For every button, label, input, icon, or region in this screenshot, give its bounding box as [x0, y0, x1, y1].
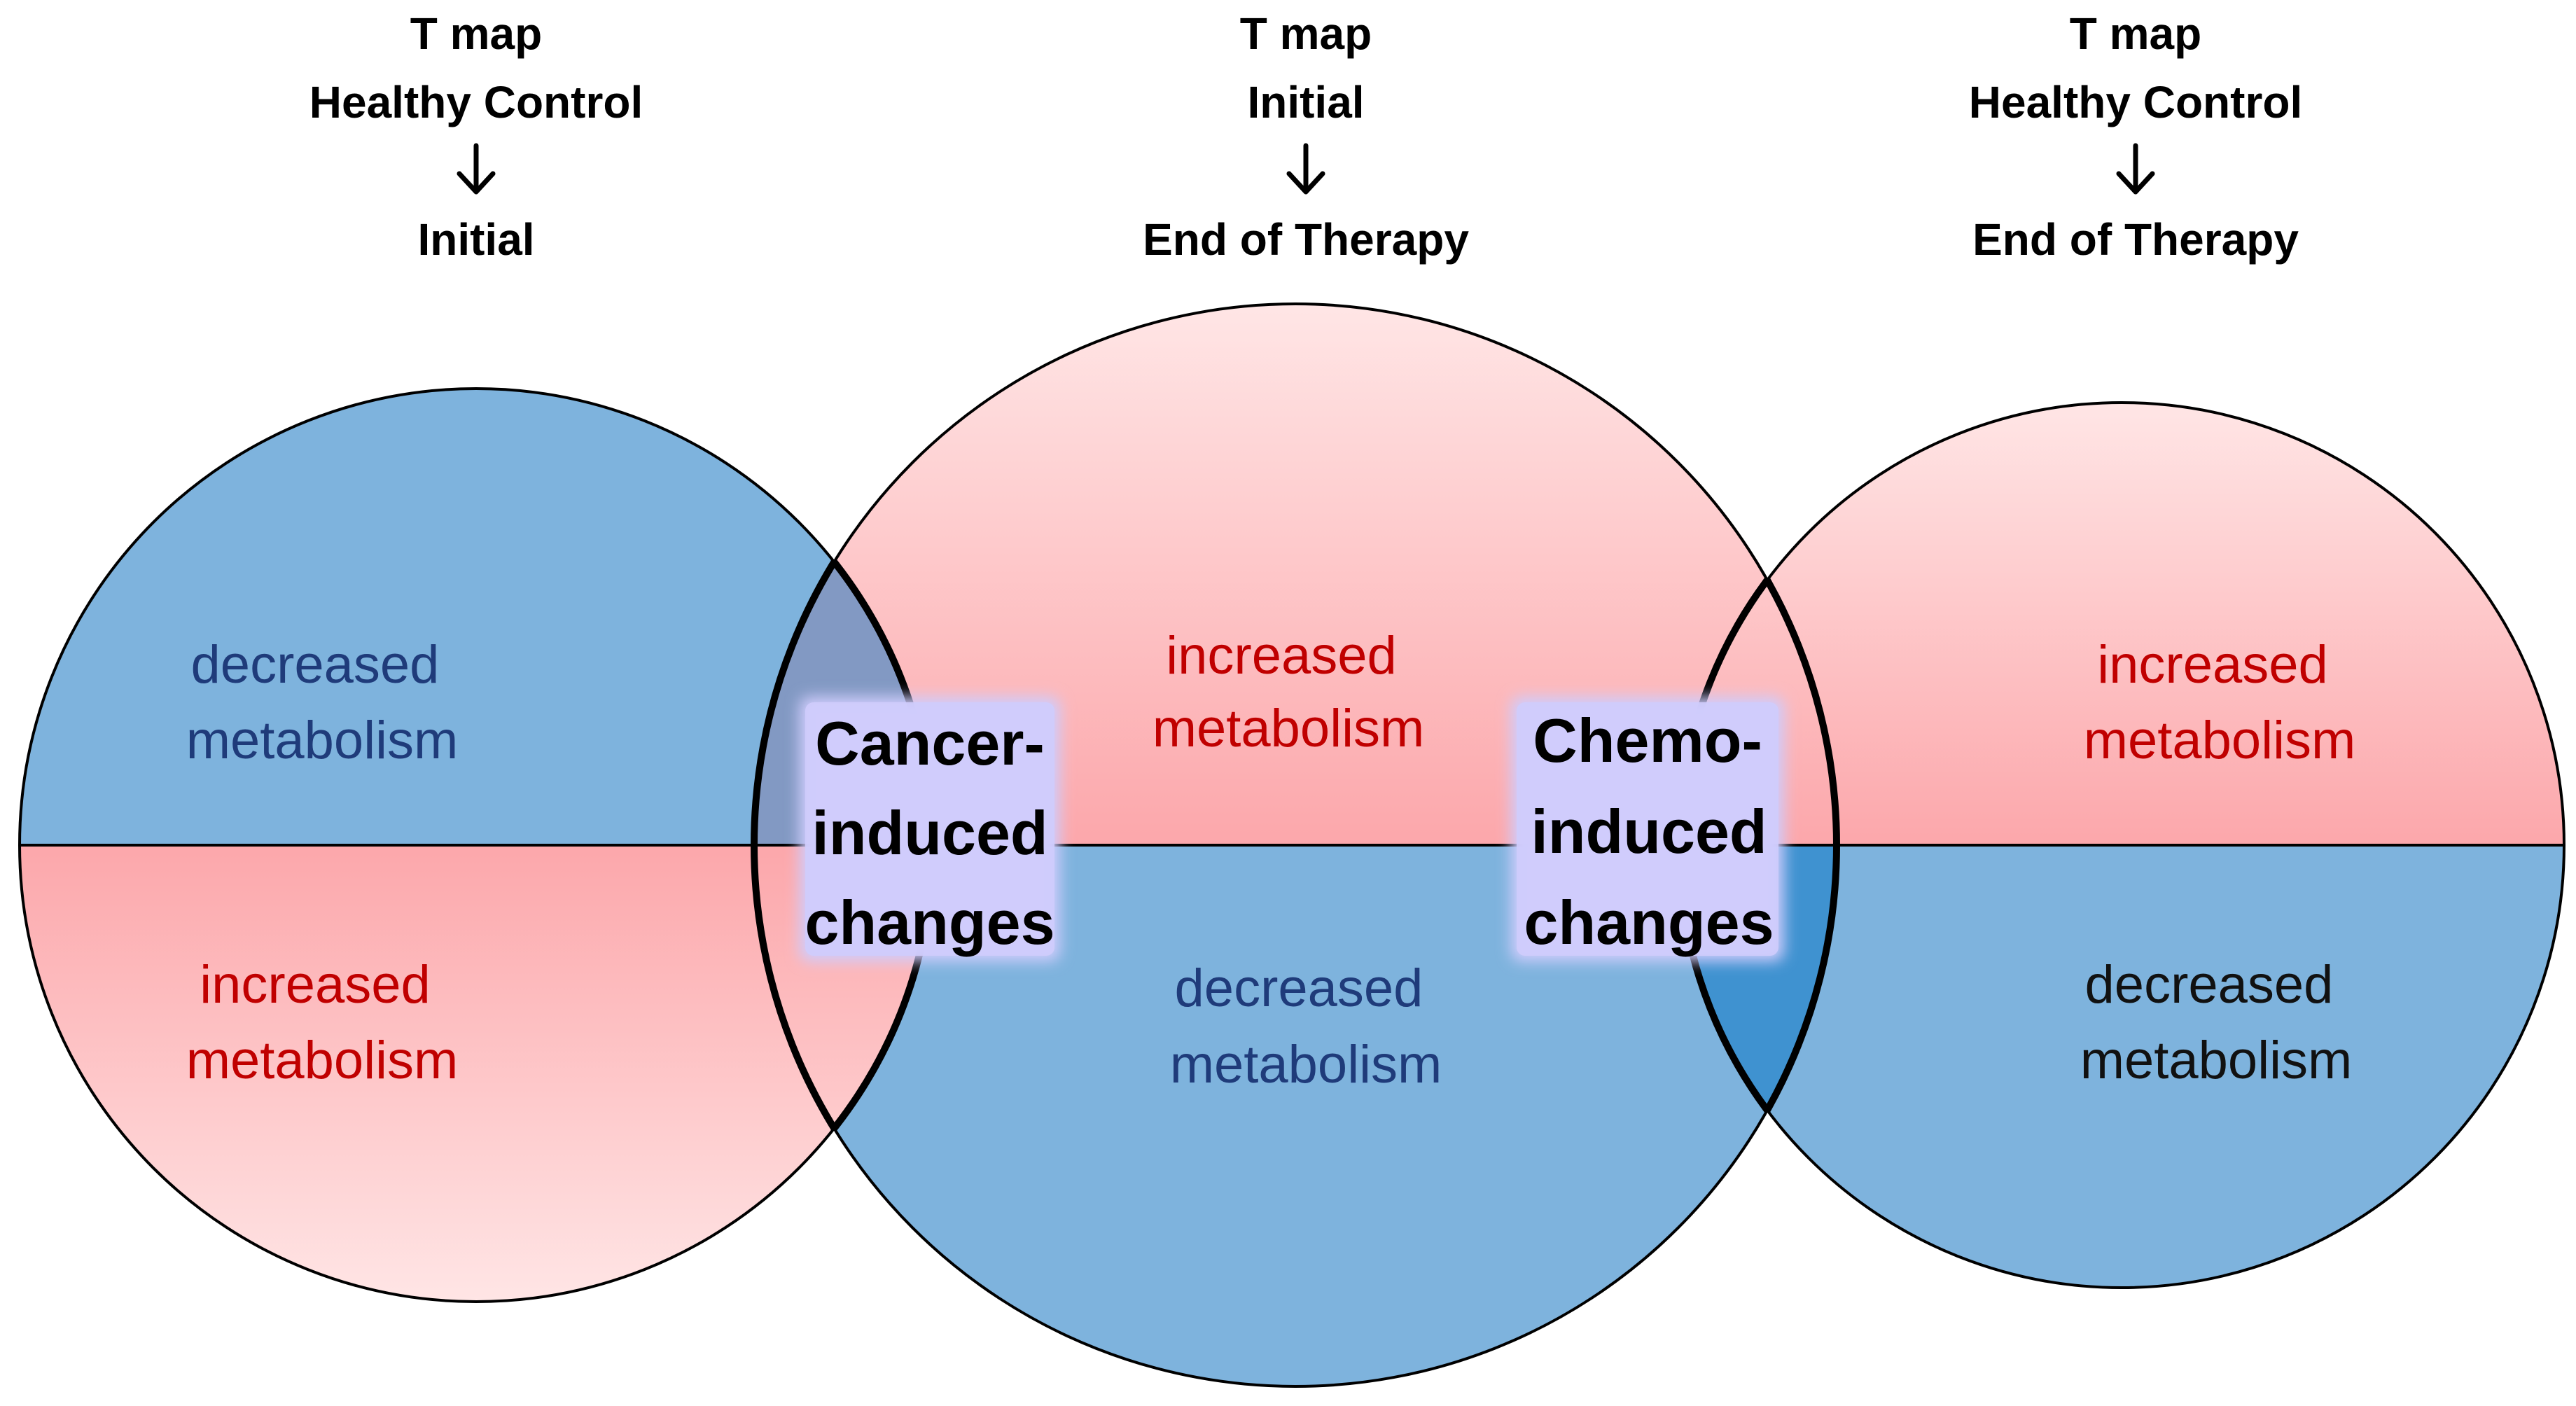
header-col-2-line3: End of Therapy	[1143, 214, 1469, 265]
header-col-2-line2: Initial	[1247, 77, 1364, 127]
overlap-left-line3: changes	[805, 888, 1054, 957]
header-col-1-line2: Healthy Control	[309, 77, 643, 127]
label-middle-top-line2: metabolism	[1153, 699, 1425, 758]
header-col-3-line1: T map	[2070, 8, 2201, 59]
label-right-bottom: decreased metabolism	[2080, 955, 2353, 1090]
overlap-left-line1: Cancer-	[815, 709, 1045, 778]
down-arrow-icon	[1286, 143, 1325, 195]
label-left-top-line1: decreased	[191, 635, 440, 695]
overlap-right-line3: changes	[1524, 888, 1774, 957]
label-left-top: decreased metabolism	[186, 635, 459, 770]
down-arrow-icon	[2116, 143, 2155, 195]
label-middle-top: increased metabolism	[1153, 626, 1425, 758]
label-left-bottom-line2: metabolism	[186, 1031, 459, 1090]
header-col-1: T map Healthy Control Initial	[309, 8, 643, 265]
header-col-3-line3: End of Therapy	[1972, 214, 2299, 265]
header-col-1-line1: T map	[410, 8, 542, 59]
label-right-top: increased metabolism	[2084, 635, 2356, 770]
header-col-1-line3: Initial	[417, 214, 534, 265]
overlap-right-line2: induced	[1531, 797, 1767, 866]
overlap-right-line1: Chemo-	[1533, 706, 1762, 775]
label-middle-bottom-line1: decreased	[1175, 959, 1423, 1018]
label-left-bottom: increased metabolism	[186, 955, 459, 1090]
overlap-left-line2: induced	[812, 798, 1047, 868]
down-arrow-icon	[457, 143, 496, 195]
header-col-3: T map Healthy Control End of Therapy	[1969, 8, 2302, 265]
label-middle-bottom: decreased metabolism	[1170, 959, 1442, 1094]
label-right-top-line2: metabolism	[2084, 711, 2356, 770]
label-left-bottom-line1: increased	[200, 955, 431, 1015]
header-col-2-line1: T map	[1240, 8, 1372, 59]
header-col-3-line2: Healthy Control	[1969, 77, 2302, 127]
label-right-bottom-line1: decreased	[2085, 955, 2334, 1015]
overlap-right-label: Chemo- induced changes	[1511, 697, 1784, 961]
label-right-bottom-line2: metabolism	[2080, 1031, 2353, 1090]
label-middle-bottom-line2: metabolism	[1170, 1035, 1442, 1094]
overlap-left-label: Cancer- induced changes	[800, 697, 1060, 961]
header-col-2: T map Initial End of Therapy	[1143, 8, 1469, 265]
label-left-top-line2: metabolism	[186, 711, 459, 770]
label-middle-top-line1: increased	[1166, 626, 1397, 685]
label-right-top-line1: increased	[2097, 635, 2328, 695]
